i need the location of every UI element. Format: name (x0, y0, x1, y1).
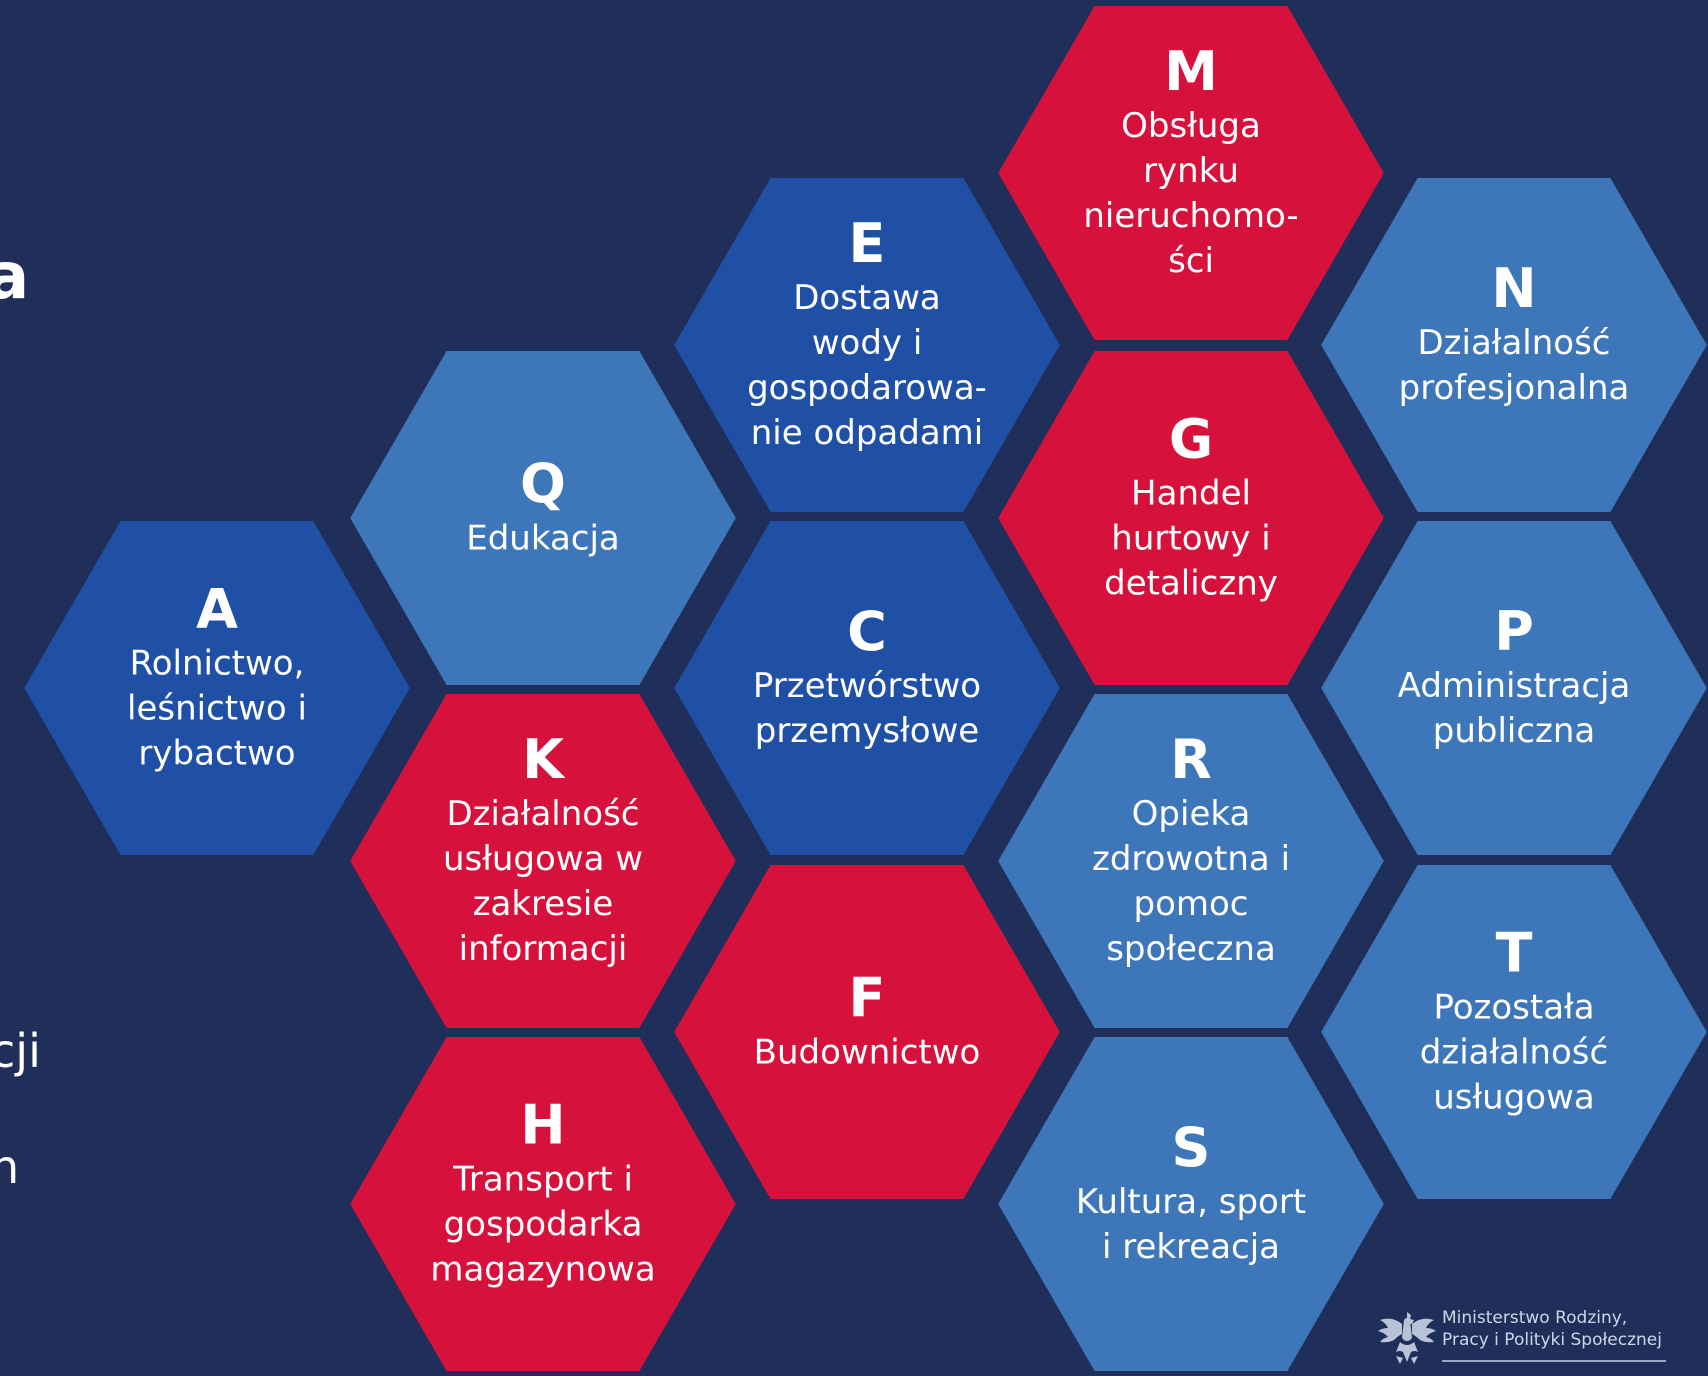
hexagon-t-letter: T (1496, 922, 1533, 985)
hexagon-k-label-line: informacji (459, 929, 628, 969)
hexagon-e-letter: E (849, 212, 886, 275)
hexagon-c-label-line: przemysłowe (755, 711, 979, 751)
hexagon-h-label-line: gospodarka (444, 1205, 643, 1245)
hexagon-r-label-line: pomoc (1134, 884, 1249, 924)
hexagon-f-label-line: Budownictwo (754, 1033, 981, 1073)
hexagon-n-label-line: Działalność (1417, 323, 1610, 363)
hexagon-p-letter: P (1494, 600, 1534, 663)
hexagon-m-label-line: rynku (1143, 151, 1239, 191)
hexagon-r-label-line: społeczna (1106, 929, 1276, 969)
hexagon-c-letter: C (847, 600, 887, 663)
hexagon-p-label-line: publiczna (1433, 711, 1596, 751)
hexagon-s-label-line: i rekreacja (1102, 1227, 1280, 1267)
hexagon-h-letter: H (520, 1094, 565, 1157)
hexagon-t-label-line: Pozostała (1433, 988, 1594, 1028)
ministry-logo: Ministerstwo Rodziny, Pracy i Polityki S… (1376, 1306, 1668, 1370)
hexagon-t-label-line: działalność (1420, 1033, 1608, 1073)
hexagon-e-label-line: gospodarowa- (747, 368, 987, 408)
hexagon-h-label-line: Transport i (452, 1160, 633, 1200)
ministry-name-line-2: Pracy i Polityki Społecznej (1442, 1330, 1662, 1350)
hexagon-f-letter: F (849, 967, 886, 1030)
hexagon-r-label-line: Opieka (1132, 794, 1251, 834)
edge-text-fragment-2: cji (0, 1024, 41, 1078)
eagle-emblem-icon (1378, 1312, 1436, 1364)
hexagon-k-label-line: usługowa w (443, 839, 643, 879)
hexagon-q-label-line: Edukacja (466, 519, 620, 559)
hexagon-n-letter: N (1491, 257, 1536, 320)
hexagon-g-label-line: detaliczny (1104, 564, 1278, 604)
hexagon-a-label-line: Rolnictwo, (130, 644, 305, 684)
hexagon-e-label-line: Dostawa (793, 278, 941, 318)
hexagon-t-shape (1310, 856, 1708, 1208)
hexagon-c-label-line: Przetwórstwo (753, 666, 981, 706)
hexagon-a-label-line: leśnictwo i (127, 689, 307, 729)
hexagon-e-label-line: nie odpadami (751, 413, 984, 453)
hexagon-q-letter: Q (520, 453, 566, 516)
hexagon-m-letter: M (1164, 40, 1218, 103)
hexagon-a-shape (13, 512, 421, 864)
hexagon-s-label-line: Kultura, sport (1076, 1182, 1306, 1222)
hexagon-r-label-line: zdrowotna i (1092, 839, 1290, 879)
hexagon-g-letter: G (1169, 408, 1213, 471)
hexagon-t-label-line: usługowa (1433, 1078, 1595, 1118)
hexagon-n-label-line: profesjonalna (1399, 368, 1630, 408)
hexagon-g-label-line: Handel (1131, 474, 1251, 514)
hexagon-f-shape (663, 856, 1071, 1208)
hexagon-e-label-line: wody i (812, 323, 923, 363)
hexagon-a-label-line: rybactwo (138, 734, 295, 774)
hexagon-m-label-line: nieruchomo- (1083, 196, 1298, 236)
ministry-name-line-1: Ministerstwo Rodziny, (1442, 1308, 1628, 1328)
hexagon-m-label-line: Obsługa (1121, 106, 1261, 146)
hexagon-g-label-line: hurtowy i (1111, 519, 1270, 559)
hexagon-h-label-line: magazynowa (430, 1250, 655, 1290)
ministry-underline (1442, 1360, 1666, 1362)
hexagon-p-label-line: Administracja (1398, 666, 1631, 706)
hexagon-k-label-line: zakresie (473, 884, 614, 924)
hexagon-m-label-line: ści (1168, 241, 1214, 281)
edge-text-fragment-1: a (0, 240, 30, 314)
hexagon-s-letter: S (1172, 1116, 1211, 1179)
hexagon-k-letter: K (522, 728, 566, 791)
hexagon-r-letter: R (1170, 728, 1212, 791)
hexagon-a-letter: A (196, 578, 238, 641)
hexagon-k-label-line: Działalność (446, 794, 639, 834)
edge-text-fragment-3: n (0, 1140, 20, 1194)
